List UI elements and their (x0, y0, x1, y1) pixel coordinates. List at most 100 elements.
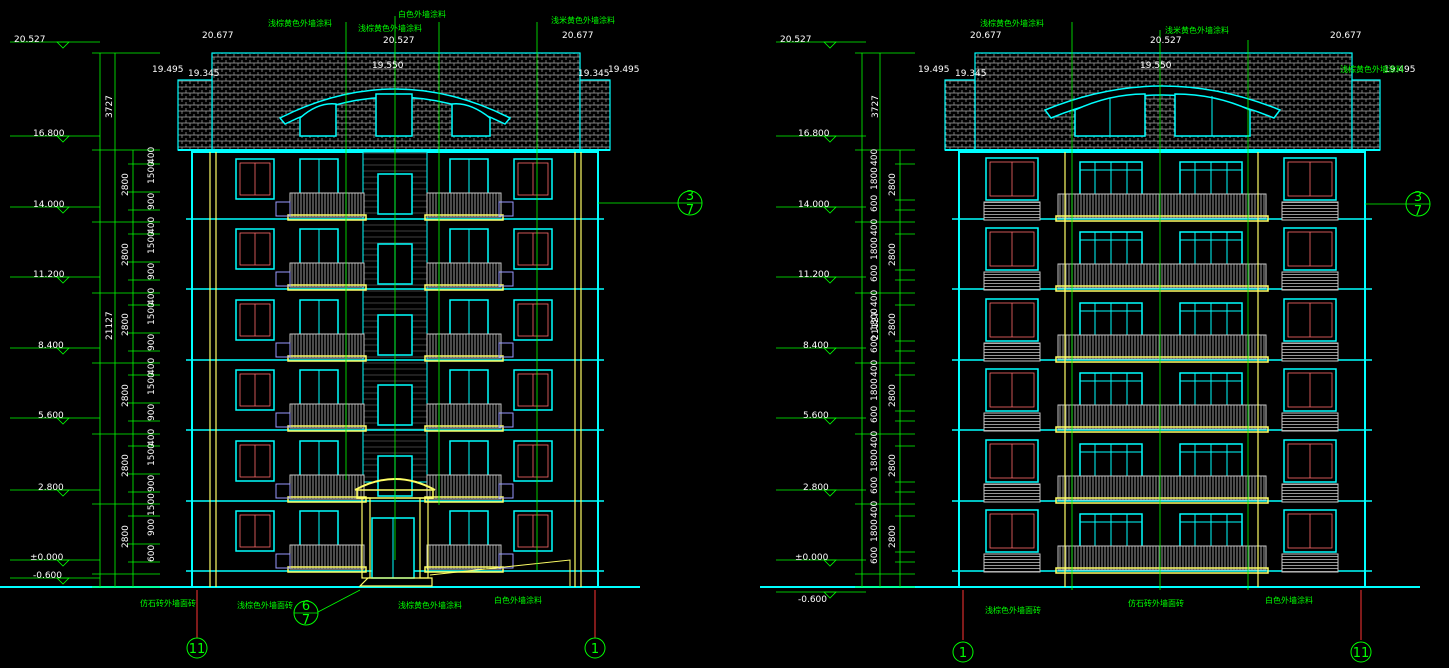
level-label: 20.527 (780, 35, 812, 45)
axis-label: 1 (591, 642, 599, 657)
axis-bubble (952, 641, 974, 663)
balcony-slab (287, 425, 367, 432)
dimension-part: 600 (147, 545, 157, 562)
dimension-part: 900 (147, 404, 157, 421)
level-label: 19.550 (372, 61, 404, 71)
dimension-part: 600 (870, 265, 880, 282)
ac-louver (1281, 342, 1339, 362)
dimension-part: 1800 (870, 449, 880, 472)
svg-text:7: 7 (302, 613, 310, 628)
dimension-part: 400 (147, 358, 157, 375)
level-label: 20.677 (562, 31, 594, 41)
ac-louver (1281, 553, 1339, 573)
axis-label: 11 (1353, 646, 1370, 661)
material-note: 浅棕黄色外墙涂料 (980, 18, 1044, 28)
ac-louver (983, 201, 1041, 221)
material-note: 白色外墙涂料 (494, 595, 542, 605)
level-label: 19.495 (1384, 65, 1416, 75)
material-note: 白色外墙涂料 (398, 9, 446, 19)
balcony-railing (1057, 263, 1267, 289)
dimension-part: 1800 (870, 237, 880, 260)
dimension-part: 400 (870, 219, 880, 236)
dimension-total: 21127 (105, 311, 115, 340)
ac-louver (983, 553, 1041, 573)
ac-louver (983, 483, 1041, 503)
balcony-slab (424, 425, 504, 432)
level-label: 16.800 (798, 129, 830, 139)
ac-louver (983, 412, 1041, 432)
material-note: 浅棕色外墙面砖 (985, 605, 1041, 615)
balcony-slab (1055, 356, 1269, 363)
level-label: 20.677 (970, 31, 1002, 41)
balcony-slab (1055, 285, 1269, 292)
dimension-floor: 2800 (888, 454, 898, 477)
level-label: 5.600 (38, 411, 64, 421)
ac-louver (1281, 483, 1339, 503)
dimension-floor: 2800 (121, 454, 131, 477)
balcony-railing (1057, 193, 1267, 219)
right-elevation (760, 22, 1420, 599)
level-label: 2.800 (803, 483, 829, 493)
dimension-roof: 3727 (105, 95, 115, 118)
axis-label: 1 (959, 646, 967, 661)
balcony-railing (426, 192, 502, 218)
level-label: 14.000 (33, 200, 65, 210)
balcony-slab (287, 355, 367, 362)
dimension-part: 1500 (147, 302, 157, 325)
dimension-part: 1500 (147, 372, 157, 395)
dimension-floor: 2800 (888, 243, 898, 266)
dimension-part: 400 (147, 429, 157, 446)
level-label: 11.200 (33, 270, 65, 280)
balcony-slab (1055, 497, 1269, 504)
dimension-part: 900 (147, 334, 157, 351)
ac-louver (1281, 412, 1339, 432)
left-elevation (0, 16, 640, 588)
material-note: 浅棕黄色外墙涂料 (358, 23, 422, 33)
balcony-railing (1057, 545, 1267, 571)
dimension-part: 600 (870, 406, 880, 423)
building-body (958, 151, 1366, 588)
dimension-part: 1500 (147, 231, 157, 254)
level-label: 8.400 (38, 341, 64, 351)
level-label: 19.345 (188, 69, 220, 79)
ac-louver (983, 271, 1041, 291)
right-material-notes: 浅棕黄色外墙涂料 浅米黄色外墙涂料 浅棕黄色外墙涂料 浅棕色外墙面砖 仿石砖外墙… (980, 18, 1404, 615)
balcony-railing (1057, 334, 1267, 360)
balcony-slab (287, 496, 367, 503)
dimension-part: 1800 (870, 167, 880, 190)
right-top-levels: 20.677 20.527 20.677 19.495 19.345 19.55… (918, 31, 1416, 79)
balcony-railing (426, 474, 502, 500)
dimension-floor: 2800 (121, 525, 131, 548)
dimension-floor: 2800 (121, 384, 131, 407)
balcony-railing (426, 403, 502, 429)
dimension-floor: 2800 (121, 243, 131, 266)
right-level-labels: 20.527 16.800 14.000 11.200 8.400 5.600 … (780, 35, 830, 605)
dimension-part: 400 (870, 360, 880, 377)
balcony-slab (1055, 567, 1269, 574)
level-label: 11.200 (798, 270, 830, 280)
left-top-levels: 20.677 20.527 20.677 19.495 19.345 19.55… (152, 31, 640, 79)
dimension-part: 400 (870, 431, 880, 448)
balcony-slab (424, 496, 504, 503)
dimension-part: 900 (147, 263, 157, 280)
axis-bubble (1350, 641, 1372, 663)
svg-text:7: 7 (1414, 204, 1422, 219)
entrance-detail-callout: 6 7 (293, 589, 361, 628)
level-label: 2.800 (38, 483, 64, 493)
balcony-slab (1055, 215, 1269, 222)
svg-text:3: 3 (686, 189, 694, 204)
left-material-notes: 浅棕黄色外墙涂料 白色外墙涂料 浅棕黄色外墙涂料 浅米黄色外墙涂料 仿石砖外墙面… (140, 9, 615, 610)
dimension-part: 1800 (870, 378, 880, 401)
dimension-part: 400 (147, 288, 157, 305)
balcony-slab (287, 214, 367, 221)
right-detail-callout: 3 7 (1365, 190, 1431, 219)
level-label: 16.800 (33, 129, 65, 139)
ac-louver (1281, 271, 1339, 291)
dimension-floor: 2800 (888, 384, 898, 407)
material-note: 仿石砖外墙面砖 (1128, 598, 1184, 608)
balcony-slab (287, 284, 367, 291)
balcony-slab (287, 566, 367, 573)
dimension-part: 400 (870, 501, 880, 518)
level-label: 19.550 (1140, 61, 1172, 71)
level-label: -0.600 (798, 595, 827, 605)
